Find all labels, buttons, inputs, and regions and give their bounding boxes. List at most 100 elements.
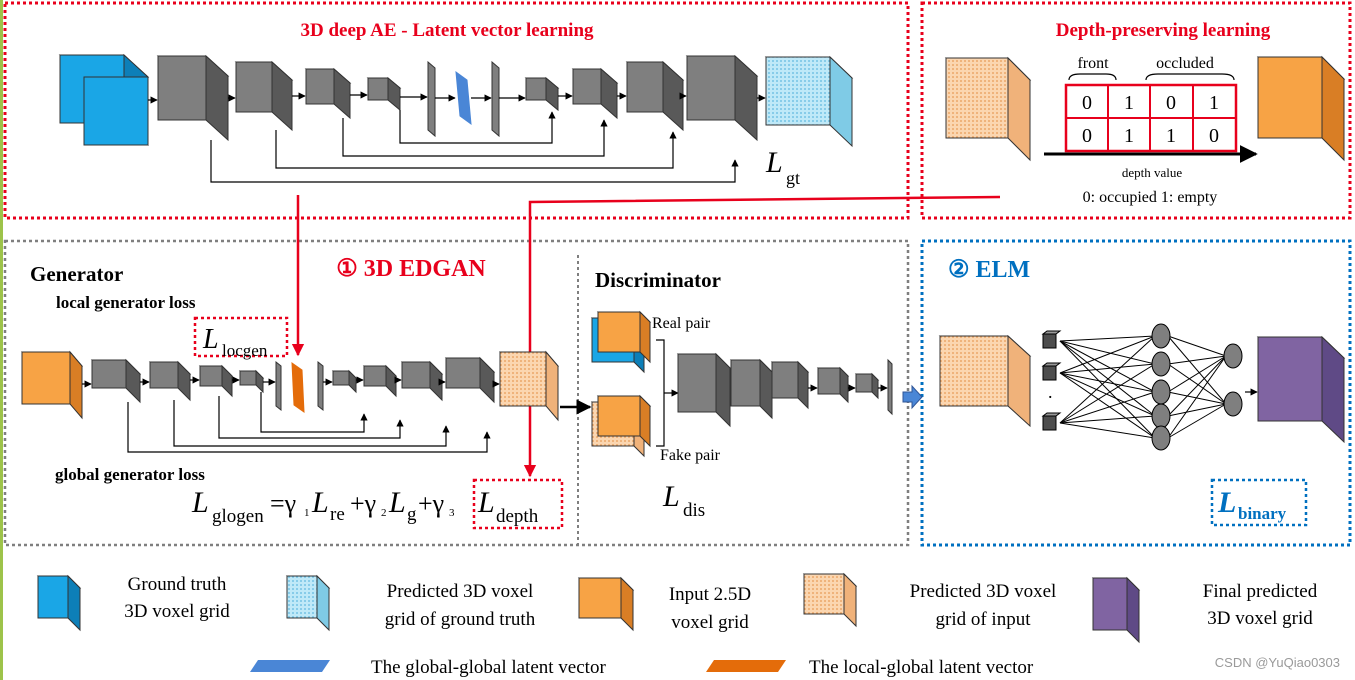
gt-voxel-block [58, 53, 150, 147]
gen-latent-vector [291, 362, 305, 413]
edgan-title: ① 3D EDGAN [336, 256, 486, 282]
dp-axis-label: depth value [1122, 165, 1183, 180]
ae-fc-bar-2 [491, 60, 500, 138]
ae-decoder-layer-3 [625, 60, 685, 132]
legend-local-latent: The local-global latent vector [809, 657, 1034, 678]
legend-pred-gt-icon [285, 574, 331, 632]
eq-g1: 1 [304, 507, 310, 519]
legend-local-latent-icon [706, 660, 786, 672]
ae-decoder-layer-1 [524, 76, 560, 112]
legend-input-icon [577, 576, 635, 632]
legend-input-line1: Input 2.5D [669, 584, 751, 605]
ae-encoder-layer-3 [304, 67, 352, 120]
eq-s3: g [407, 504, 417, 525]
legend-pred-input-line1: Predicted 3D voxel [910, 581, 1057, 602]
legend-gt-line2: 3D voxel grid [124, 601, 230, 622]
real-pair-label: Real pair [652, 315, 711, 332]
eq-g3: 3 [449, 507, 455, 519]
elm-input-voxel-block [938, 334, 1032, 428]
legend-global-latent: The global-global latent vector [371, 657, 606, 678]
dp-cell-0-0: 0 [1082, 92, 1092, 114]
local-loss-label: local generator loss [56, 293, 196, 312]
elm-hidden-nodes [1151, 323, 1171, 451]
elm-final-voxel-block [1256, 335, 1346, 444]
eq-L3: L [388, 486, 406, 519]
eq-eqsign: =γ [270, 489, 296, 518]
ae-loss-sub: gt [786, 168, 800, 188]
legend-pred-input-line2: grid of input [936, 609, 1032, 630]
dp-output-voxel-block [1256, 55, 1346, 162]
ae-encoder-layer-2 [234, 60, 294, 132]
locgen-L: L [202, 324, 219, 355]
gen-decoder-layer-4 [444, 356, 496, 404]
dp-depth-grid: 0 1 0 1 0 1 1 0 [1064, 83, 1238, 153]
elm-connections [1059, 335, 1227, 439]
generator-label: Generator [30, 262, 123, 286]
global-loss-label: global generator loss [55, 465, 205, 484]
elm-small-cubes [1041, 330, 1062, 431]
legend-gt-line1: Ground truth [128, 574, 227, 595]
gen-input-voxel-block [20, 350, 84, 420]
legend-final-line2: 3D voxel grid [1207, 608, 1313, 629]
discriminator-label: Discriminator [595, 268, 721, 292]
dis-loss-sub: dis [683, 500, 705, 521]
ae-decoder-layer-2 [571, 67, 619, 120]
edgan-section-border [3, 239, 910, 547]
gen-encoder-layer-2 [148, 360, 192, 402]
eq-plus2: +γ [418, 489, 444, 518]
watermark: CSDN @YuQiao0303 [1215, 655, 1340, 670]
ae-latent-vector [455, 70, 472, 126]
legend-pred-gt-line2: grid of ground truth [385, 609, 536, 630]
ae-skip-connections [210, 110, 739, 183]
ae-loss-L: L [765, 146, 783, 179]
dp-title: Depth-preserving learning [1056, 20, 1271, 41]
legend-final-line1: Final predicted [1203, 581, 1318, 602]
ae-title: 3D deep AE - Latent vector learning [300, 20, 594, 41]
left-edge-strip [0, 0, 3, 680]
eq-L4: L [477, 486, 495, 519]
eq-L2: L [311, 486, 329, 519]
elm-dots: . [1048, 382, 1053, 402]
pair-bracket [656, 339, 665, 447]
dis-to-elm-arrow [902, 384, 923, 410]
dis-layer-2 [729, 358, 774, 420]
gen-encoder-layer-1 [90, 358, 142, 404]
pred-gt-voxel-block [764, 55, 854, 148]
depth-section-border [920, 1, 1352, 220]
gen-skip-connections [127, 392, 491, 453]
ae-encoder-layer-4 [366, 76, 402, 112]
dp-cell-1-3: 0 [1209, 125, 1219, 147]
dp-cell-0-3: 1 [1209, 92, 1219, 114]
legend-global-latent-icon [250, 660, 330, 672]
gen-decoder-layer-1 [331, 369, 358, 394]
eq-s2: re [330, 504, 345, 525]
gen-encoder-layer-4 [238, 369, 265, 394]
fake-pair-blocks [590, 394, 652, 458]
gen-forward-arrows [82, 376, 500, 388]
elm-output-nodes [1223, 343, 1243, 417]
elm-title: ② ELM [948, 257, 1030, 283]
legend: Ground truth 3D voxel grid Predicted 3D … [36, 572, 1318, 678]
dp-cell-0-2: 0 [1166, 92, 1176, 114]
legend-input-line2: voxel grid [671, 612, 749, 633]
dis-layer-1 [676, 352, 732, 428]
legend-gt-icon [36, 574, 82, 632]
glogen-equation: L glogen =γ 1 L re +γ 2 L g +γ 3 L depth [191, 478, 564, 530]
gen-decoder-layer-3 [400, 360, 444, 402]
dp-caption: 0: occupied 1: empty [1083, 189, 1218, 206]
dis-loss-L: L [662, 480, 680, 513]
dp-cell-1-2: 1 [1166, 125, 1176, 147]
dis-layer-3 [770, 360, 810, 410]
dis-layer-5 [854, 372, 880, 400]
depth-loss-box [472, 478, 564, 530]
eq-s4: depth [496, 506, 539, 527]
legend-pred-gt-line1: Predicted 3D voxel [387, 581, 534, 602]
ae-encoder-layer-1 [156, 54, 230, 142]
dp-cell-0-1: 1 [1124, 92, 1134, 114]
eq-L1: L [191, 486, 209, 519]
dis-fc-bar [887, 358, 893, 416]
binary-loss-box [1210, 478, 1308, 527]
ae-fc-bar-1 [427, 60, 436, 138]
